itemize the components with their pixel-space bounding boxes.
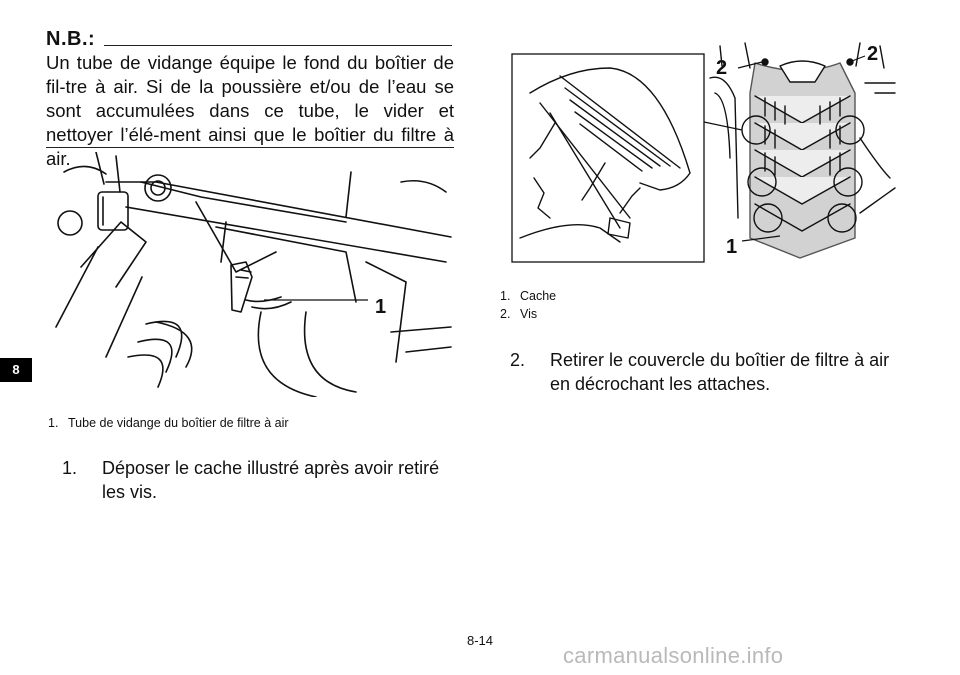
figure-drain-tube: 1 (55, 152, 452, 397)
step-2: 2. Retirer le couvercle du boîtier de fi… (510, 348, 910, 396)
figure-cover-screws: 2 2 1 (511, 42, 896, 263)
note-title-rule (104, 45, 452, 46)
caption-number: 1. (48, 416, 59, 430)
note-bottom-rule (46, 147, 454, 148)
caption-number: 2. (500, 307, 511, 321)
caption-text: Tube de vidange du boîtier de filtre à a… (68, 416, 289, 430)
figure1-callout-1: 1 (375, 296, 386, 318)
caption-text: Cache (520, 289, 557, 303)
figure2-callout-2-right: 2 (867, 43, 878, 65)
figure2-captions: 1. Cache 2. Vis (500, 287, 556, 323)
step-number: 2. (510, 350, 526, 370)
watermark: carmanualsonline.info (563, 643, 784, 668)
figure2-callout-2-left: 2 (716, 57, 727, 79)
caption-text: Vis (520, 307, 538, 321)
note-text: Un tube de vidange équipe le fond du boî… (46, 52, 454, 169)
step-number: 1. (62, 458, 78, 478)
page-number: 8-14 (466, 633, 494, 648)
step-text: Retirer le couvercle du boîtier de filtr… (550, 350, 890, 394)
step-text: Déposer le cache illustré après avoir re… (102, 458, 440, 502)
chapter-tab: 8 (0, 358, 32, 382)
caption-number: 1. (500, 289, 511, 303)
figure2-callout-1: 1 (726, 236, 737, 258)
step-1: 1. Déposer le cache illustré après avoir… (62, 456, 462, 504)
caption-line: 2. Vis (500, 305, 556, 323)
note-title: N.B.: (46, 28, 96, 50)
figure1-caption: 1. Tube de vidange du boîtier de filtre à… (48, 414, 289, 432)
caption-line: 1. Cache (500, 287, 556, 305)
